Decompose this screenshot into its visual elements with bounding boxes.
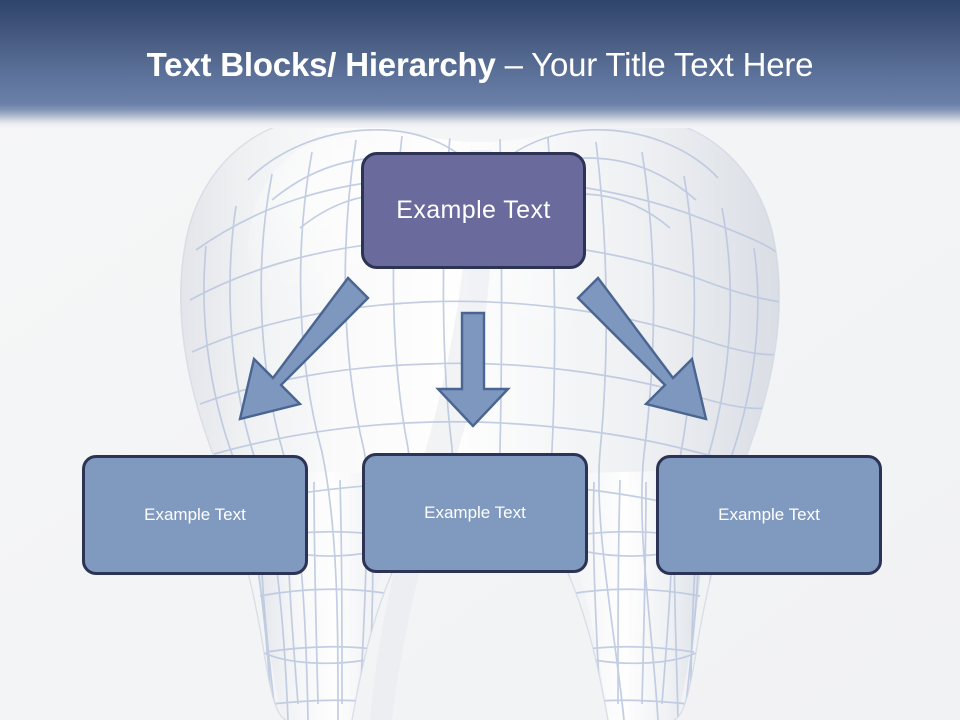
hierarchy-root-box[interactable]: Example Text — [361, 152, 586, 269]
hierarchy-root-label: Example Text — [396, 196, 551, 224]
hierarchy-child-box-1[interactable]: Example Text — [82, 455, 308, 575]
page-title-light: Your Title Text Here — [531, 46, 814, 83]
hierarchy-child-label-1: Example Text — [144, 505, 246, 524]
header-band — [0, 0, 960, 128]
hierarchy-child-label-2: Example Text — [424, 503, 526, 522]
hierarchy-child-box-3[interactable]: Example Text — [656, 455, 882, 575]
arrow-down-left-icon — [238, 276, 370, 421]
hierarchy-child-label-3: Example Text — [718, 505, 820, 524]
hierarchy-child-box-2[interactable]: Example Text — [362, 453, 588, 573]
page-title-separator: – — [504, 46, 532, 83]
page-title-bold: Text Blocks/ Hierarchy — [146, 46, 505, 83]
arrow-down-right-icon — [576, 276, 708, 421]
page-title: Text Blocks/ Hierarchy – Your Title Text… — [0, 45, 960, 85]
arrow-down-icon — [435, 311, 511, 428]
